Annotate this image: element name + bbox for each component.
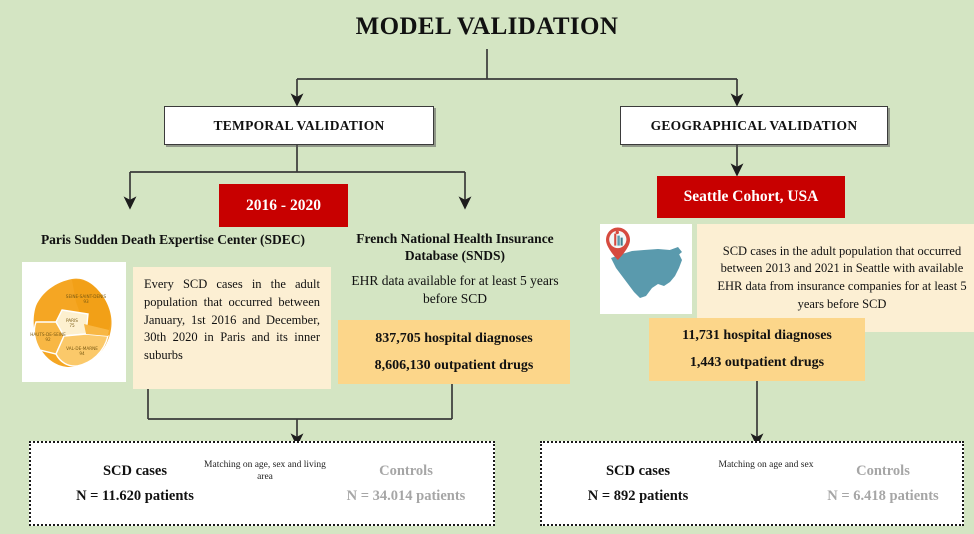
geographical-controls-group: Controls N = 6.418 patients: [808, 459, 958, 508]
svg-text:92: 92: [45, 337, 51, 342]
temporal-controls-group: Controls N = 34.014 patients: [327, 459, 485, 508]
geographical-cases-label: SCD cases: [605, 463, 671, 479]
snds-stats-panel: 837,705 hospital diagnoses 8,606,130 out…: [338, 320, 570, 384]
paris-region-map-icon: SEINE-SAINT-DENIS 93 PARIS 75 HAUTS-DE-S…: [22, 262, 126, 382]
temporal-outcome-box: SCD cases N = 11.620 patients Matching o…: [29, 441, 495, 526]
geographical-controls-label: Controls: [856, 463, 910, 479]
snds-note: EHR data available for at least 5 years …: [351, 273, 559, 307]
geographical-validation-label: GEOGRAPHICAL VALIDATION: [650, 117, 858, 133]
snds-stat-outpatient-drugs: 8,606,130 outpatient drugs: [374, 357, 534, 373]
geographical-cases-group: SCD cases N = 892 patients: [554, 459, 722, 508]
svg-text:75: 75: [69, 323, 75, 328]
seattle-stat-outpatient-drugs: 1,443 outpatient drugs: [689, 355, 825, 370]
geographical-controls-value: N = 6.418 patients: [827, 487, 939, 504]
temporal-cases-group: SCD cases N = 11.620 patients: [45, 459, 225, 508]
seattle-stats-panel: 11,731 hospital diagnoses 1,443 outpatie…: [649, 318, 865, 381]
sdec-description: Every SCD cases in the adult population …: [133, 267, 331, 389]
temporal-controls-label: Controls: [379, 463, 433, 479]
seattle-cohort-label: Seattle Cohort, USA: [683, 188, 819, 205]
seattle-description-panel: SCD cases in the adult population that o…: [697, 224, 974, 332]
temporal-cases-value: N = 11.620 patients: [76, 487, 194, 504]
svg-text:93: 93: [83, 299, 89, 304]
seattle-stat-hospital-diagnoses: 11,731 hospital diagnoses: [682, 328, 832, 343]
snds-stat-hospital-diagnoses: 837,705 hospital diagnoses: [375, 330, 533, 346]
temporal-controls-value: N = 34.014 patients: [346, 487, 466, 504]
svg-text:HAUTS-DE-SEINE: HAUTS-DE-SEINE: [30, 332, 66, 337]
temporal-validation-label: TEMPORAL VALIDATION: [213, 117, 385, 133]
snds-heading: French National Health Insurance Databas…: [356, 231, 554, 263]
usa-map-with-location-pin-icon: [600, 224, 692, 314]
temporal-cases-label: SCD cases: [102, 463, 168, 479]
svg-text:94: 94: [79, 351, 85, 356]
geographical-cases-value: N = 892 patients: [587, 487, 689, 504]
seattle-description: SCD cases in the adult population that o…: [717, 243, 967, 311]
page-title: MODEL VALIDATION: [355, 13, 619, 40]
temporal-validation-header[interactable]: TEMPORAL VALIDATION: [164, 106, 434, 145]
period-badge-label: 2016 - 2020: [246, 196, 321, 214]
svg-text:PARIS: PARIS: [66, 318, 78, 323]
sdec-heading: Paris Sudden Death Expertise Center (SDE…: [40, 232, 306, 247]
temporal-matching-label: Matching on age, sex and living area: [204, 460, 326, 482]
period-badge[interactable]: 2016 - 2020: [219, 184, 348, 227]
geographical-matching-label: Matching on age and sex: [718, 460, 814, 470]
geographical-outcome-box: SCD cases N = 892 patients Matching on a…: [540, 441, 964, 526]
geographical-validation-header[interactable]: GEOGRAPHICAL VALIDATION: [620, 106, 888, 145]
seattle-cohort-badge[interactable]: Seattle Cohort, USA: [657, 176, 845, 218]
svg-text:VAL-DE-MARNE: VAL-DE-MARNE: [66, 346, 98, 351]
svg-text:SEINE-SAINT-DENIS: SEINE-SAINT-DENIS: [66, 294, 107, 299]
